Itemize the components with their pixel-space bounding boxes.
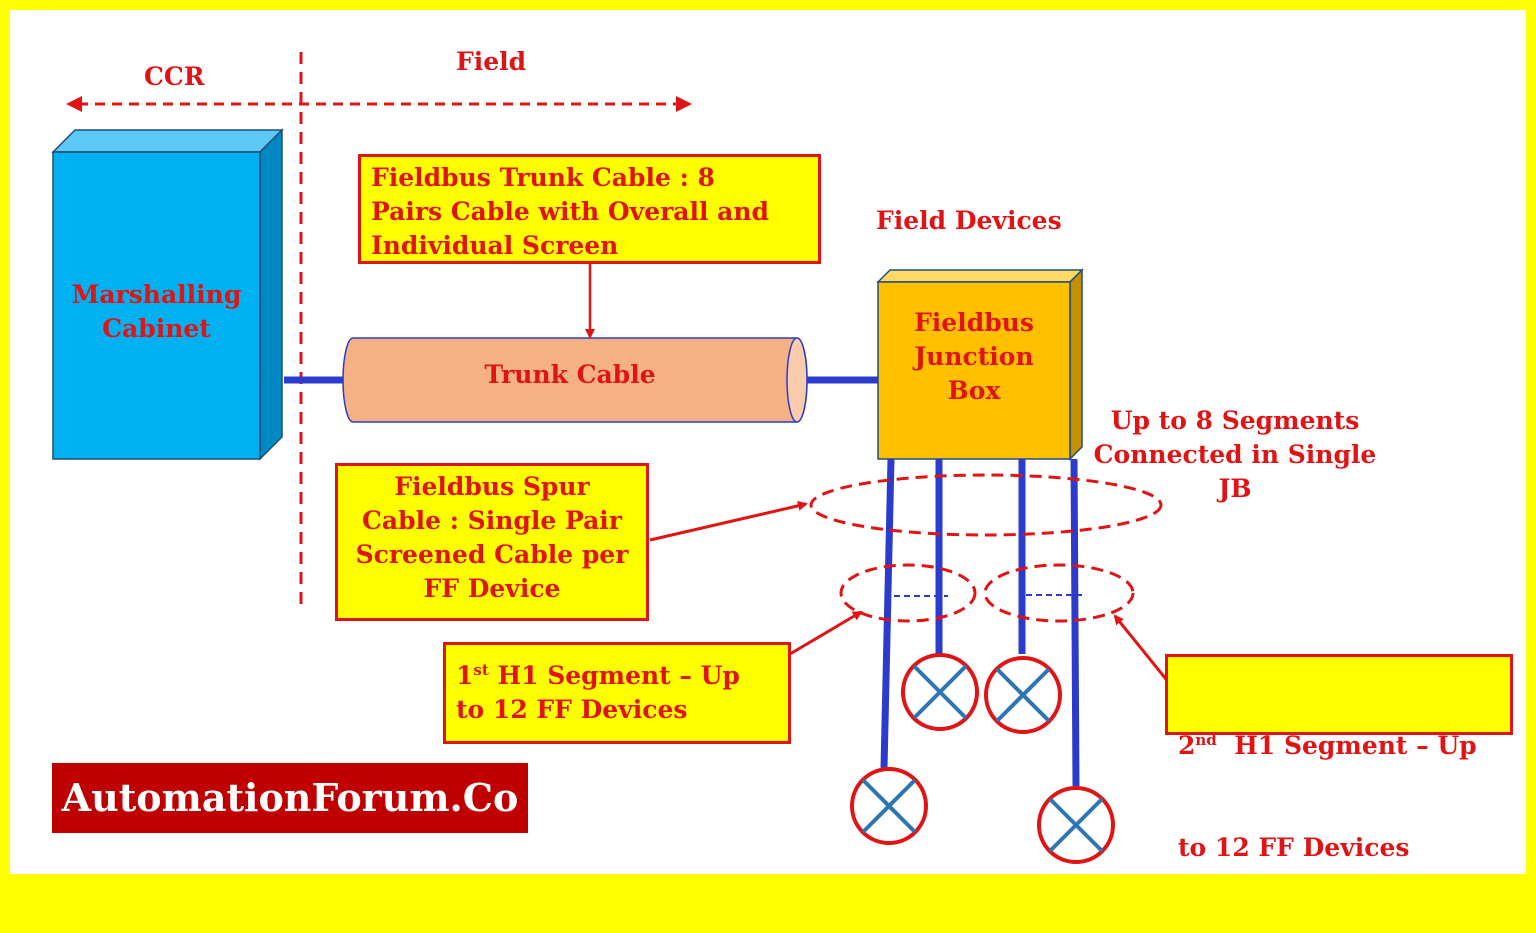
segment-2-ellipse bbox=[983, 563, 1135, 623]
zone-arrow-left-head bbox=[66, 96, 82, 112]
marshalling-cabinet bbox=[51, 128, 284, 461]
spur-callout-arrow bbox=[649, 500, 808, 542]
brand-logo: AutomationForum.Co bbox=[52, 763, 528, 833]
fieldbus-junction-box bbox=[876, 268, 1084, 461]
trunk-cable-label: Trunk Cable bbox=[484, 360, 656, 389]
segment-1-callout: 1st H1 Segment – Up to 12 FF Devices bbox=[443, 642, 791, 744]
field-device-4 bbox=[1037, 786, 1115, 864]
spur-wire-4 bbox=[1070, 458, 1080, 787]
marshalling-cabinet-label: Marshalling Cabinet bbox=[71, 280, 242, 343]
trunk-cable-spec-callout: Fieldbus Trunk Cable : 8 Pairs Cable wit… bbox=[358, 154, 821, 264]
field-device-3 bbox=[850, 767, 928, 845]
junction-box-label: Fieldbus Junction Box bbox=[914, 308, 1034, 405]
segments-note: Up to 8 Segments Connected in Single JB bbox=[1093, 406, 1377, 503]
segment-2-callout: 2nd H1 Segment – Up to 12 FF Devices bbox=[1165, 654, 1513, 862]
trunk-cable-cylinder bbox=[342, 337, 808, 423]
ccr-zone-label: CCR bbox=[144, 62, 205, 91]
field-zone-label: Field bbox=[456, 47, 527, 76]
field-device-2 bbox=[984, 656, 1062, 734]
all-segments-ellipse bbox=[809, 473, 1163, 537]
zone-arrow-right-head bbox=[676, 96, 692, 112]
spur-cable-spec-callout: Fieldbus Spur Cable : Single Pair Screen… bbox=[335, 463, 649, 621]
segment-1-callout-arrow bbox=[789, 610, 863, 656]
diagram-canvas: CCR Field Marshalling Cabinet Trunk Cabl… bbox=[10, 10, 1526, 874]
segment-1-ellipse bbox=[839, 563, 977, 623]
fieldbus-topology-drawing bbox=[51, 52, 1180, 864]
spur-wire-1 bbox=[880, 458, 895, 769]
field-devices-label: Field Devices bbox=[876, 206, 1062, 235]
field-device-1 bbox=[901, 653, 979, 731]
